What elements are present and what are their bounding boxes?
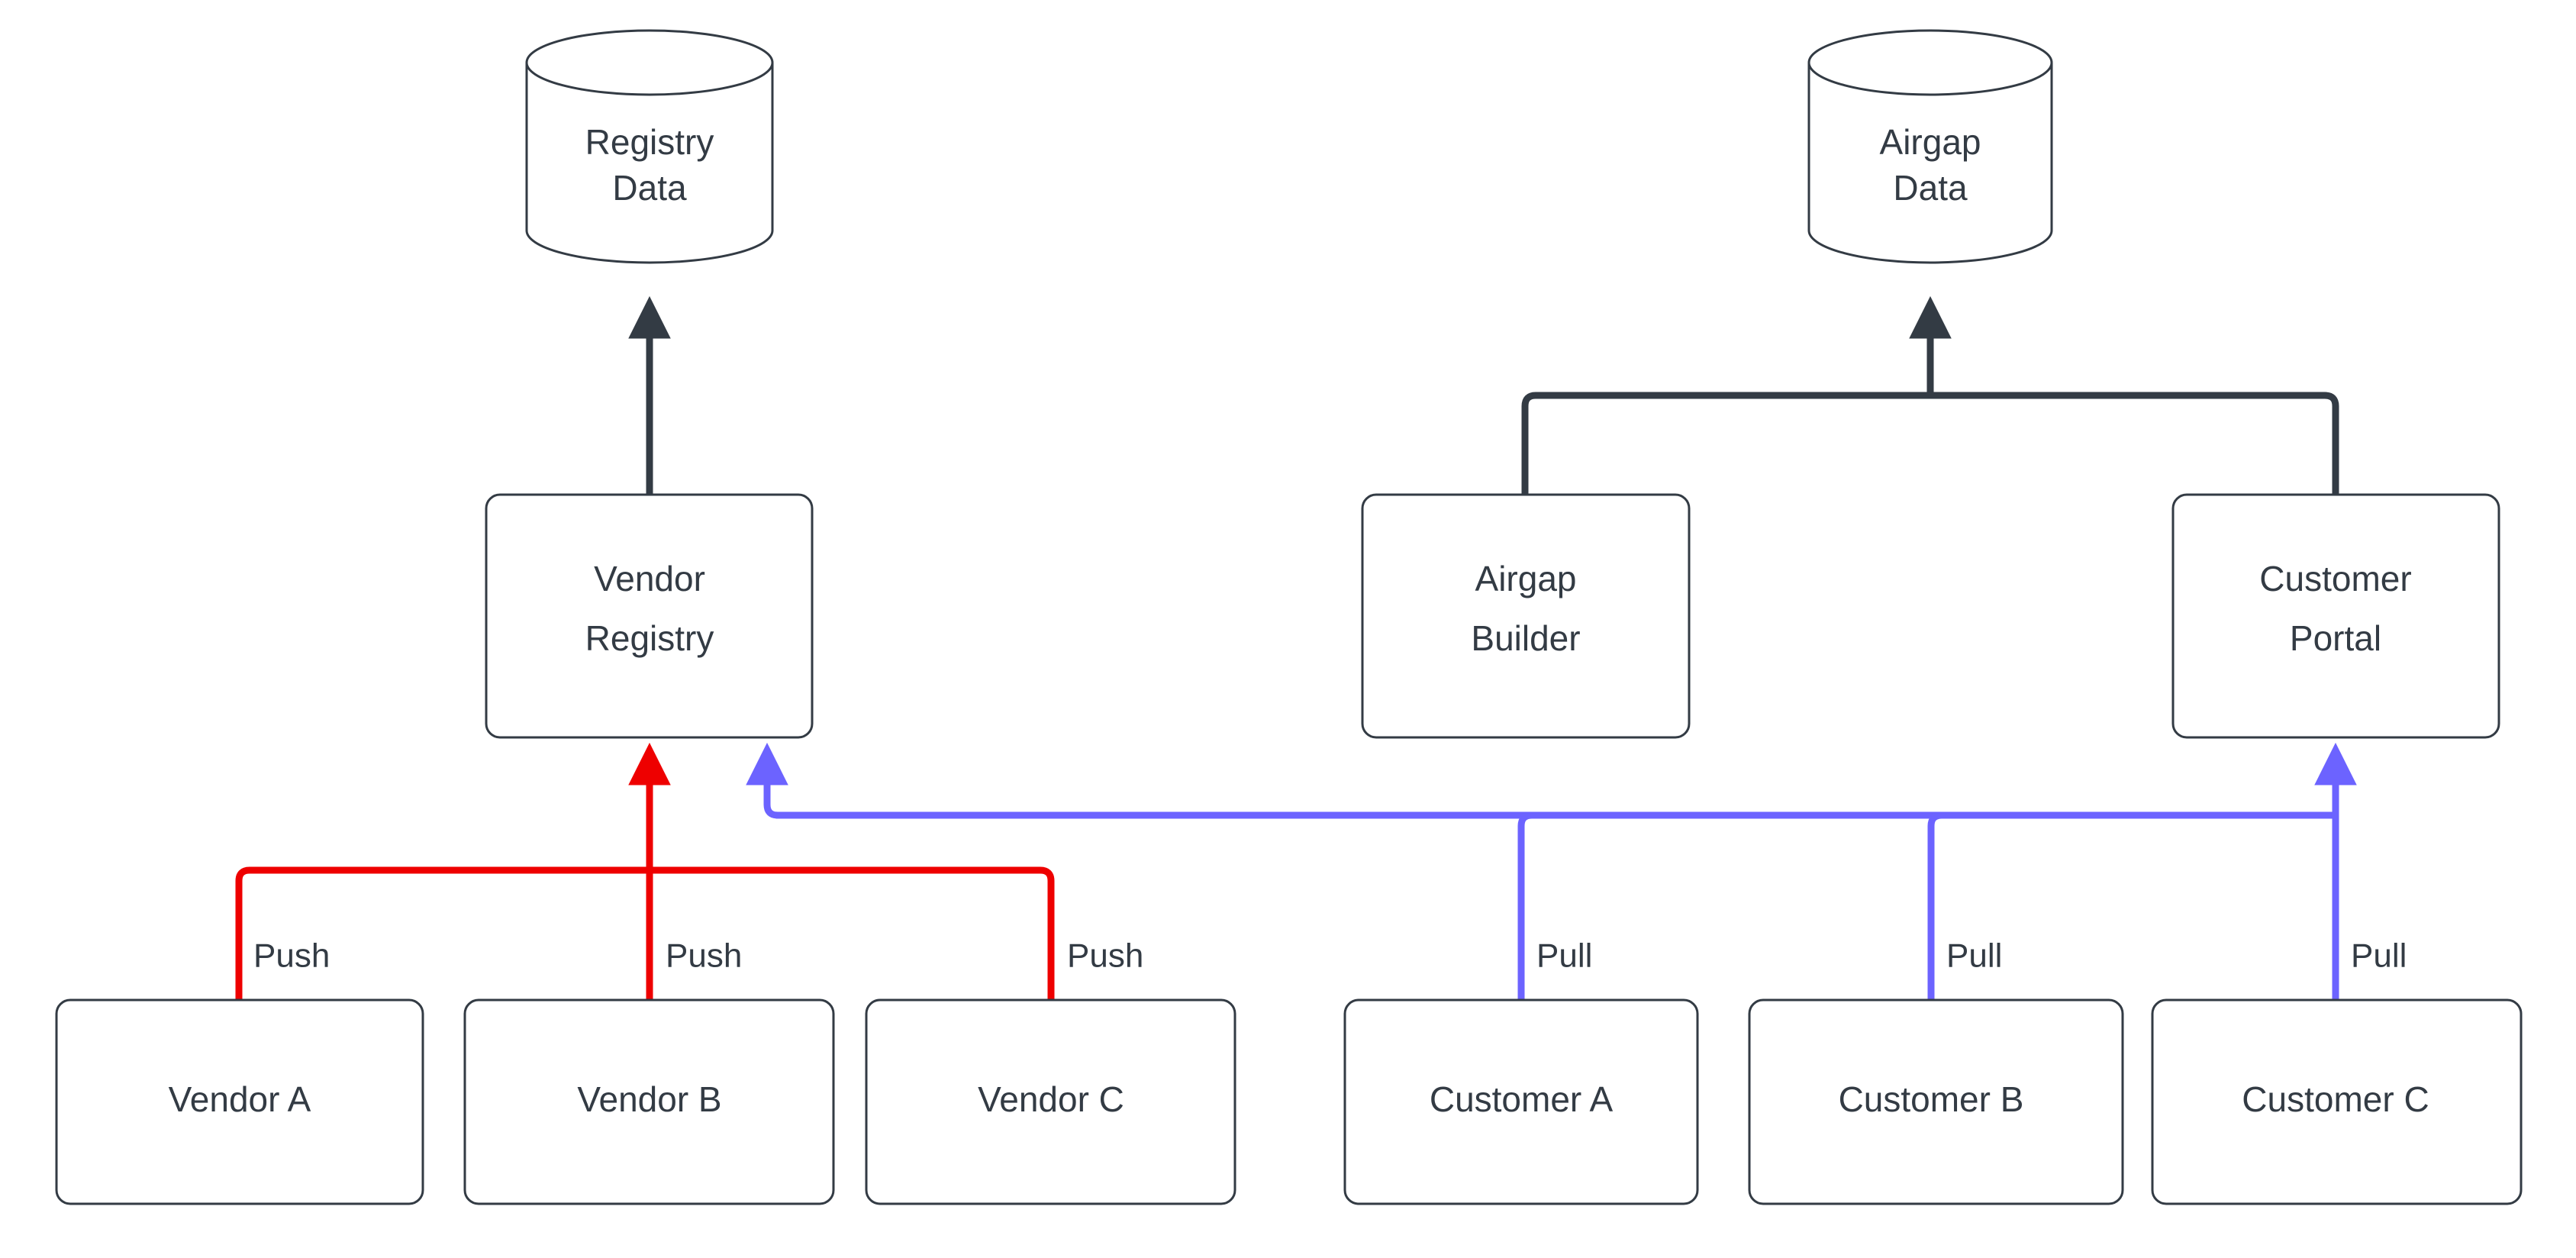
customer-a-label: Customer A xyxy=(1430,1079,1614,1119)
edge-label-pull-2: Pull xyxy=(1946,937,2002,975)
vendor-c-label: Vendor C xyxy=(978,1079,1124,1119)
airgap-builder-label-line1: Airgap xyxy=(1475,559,1577,598)
vendor-registry-label-line1: Vendor xyxy=(594,559,705,598)
registry-data-label-line1: Registry xyxy=(585,122,714,162)
node-vendor-b[interactable]: Vendor B xyxy=(463,998,835,1205)
customer-c-label: Customer C xyxy=(2242,1079,2429,1119)
airgap-builder-label-line2: Builder xyxy=(1471,618,1580,658)
customer-b-label: Customer B xyxy=(1839,1079,2024,1119)
edge-customer-portal-to-airgap-data xyxy=(1930,392,2339,495)
vendor-b-label: Vendor B xyxy=(577,1079,721,1119)
edge-label-push-2: Push xyxy=(666,937,742,975)
airgap-data-label-line1: Airgap xyxy=(1880,122,1981,162)
node-vendor-registry[interactable]: Vendor Registry xyxy=(485,493,814,739)
airgap-data-label-line2: Data xyxy=(1893,168,1968,208)
edge-airgap-builder-to-airgap-data xyxy=(1521,392,1930,495)
edge-customer-b-pull xyxy=(1927,811,1942,1000)
node-customer-b[interactable]: Customer B xyxy=(1748,998,2124,1205)
edge-customer-a-pull xyxy=(1517,811,1533,1000)
node-vendor-a[interactable]: Vendor A xyxy=(55,998,424,1205)
node-customer-a[interactable]: Customer A xyxy=(1343,998,1699,1205)
edge-label-push-1: Push xyxy=(253,937,330,975)
node-registry-data[interactable]: Registry Data xyxy=(525,29,774,264)
vendor-a-label: Vendor A xyxy=(169,1079,311,1119)
edge-label-push-3: Push xyxy=(1067,937,1143,975)
customer-portal-label-line2: Portal xyxy=(2290,618,2381,658)
registry-data-label-line2: Data xyxy=(612,168,687,208)
edge-vendor-c-push xyxy=(650,866,1055,1000)
vendor-registry-label-line2: Registry xyxy=(585,618,714,658)
customer-portal-label-line1: Customer xyxy=(2259,559,2411,598)
edge-pull-bus-left xyxy=(763,752,2336,819)
edge-vendor-a-push xyxy=(235,866,650,1000)
node-customer-c[interactable]: Customer C xyxy=(2151,998,2523,1205)
node-airgap-builder[interactable]: Airgap Builder xyxy=(1361,493,1691,739)
edge-label-pull-1: Pull xyxy=(1536,937,1592,975)
node-vendor-c[interactable]: Vendor C xyxy=(865,998,1236,1205)
node-airgap-data[interactable]: Airgap Data xyxy=(1807,29,2053,264)
node-customer-portal[interactable]: Customer Portal xyxy=(2171,493,2500,739)
edge-label-pull-3: Pull xyxy=(2351,937,2407,975)
